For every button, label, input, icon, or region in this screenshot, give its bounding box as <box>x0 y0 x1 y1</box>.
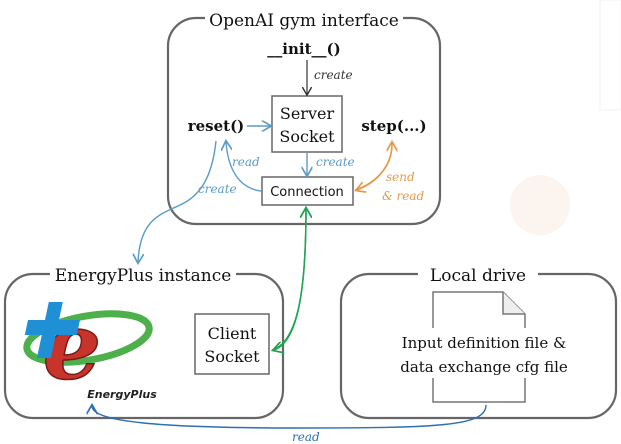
edge-label-read-reset: read <box>232 155 260 169</box>
client-socket-line1: Client <box>208 324 257 343</box>
edge-label-send: send <box>386 170 415 184</box>
edge-drive-read: read <box>92 405 487 444</box>
server-socket-line1: Server <box>280 104 335 123</box>
init-method: __init__() <box>267 40 340 58</box>
energyplus-logo-text: EnergyPlus <box>87 388 157 401</box>
edge-server-connection: create <box>307 153 355 175</box>
connection-node: Connection <box>261 176 354 206</box>
client-socket-line2: Socket <box>204 347 260 366</box>
edge-connection-reset-read: read <box>226 142 262 192</box>
server-socket-node: Server Socket <box>271 95 343 153</box>
edge-client-connection <box>272 207 306 350</box>
reset-method: reset() <box>188 117 245 135</box>
connection-label: Connection <box>270 185 344 200</box>
plus-sign-icon <box>24 302 80 358</box>
file-text-line1: Input definition file & <box>402 334 567 352</box>
edge-label-read-drive: read <box>292 430 320 444</box>
gym-interface-box: OpenAI gym interface __init__() reset() … <box>166 6 442 226</box>
file-text-line2: data exchange cfg file <box>400 358 568 376</box>
edge-label-create-init: create <box>314 68 353 82</box>
client-socket-node: Client Socket <box>194 313 270 375</box>
edge-reset-create-eplus: create <box>138 140 237 262</box>
edge-label-and-read: & read <box>382 189 424 203</box>
edge-label-create-server: create <box>316 155 355 169</box>
energyplus-box: EnergyPlus instance e EnergyPlus Client … <box>3 262 285 420</box>
energyplus-logo: e EnergyPlus <box>23 291 157 401</box>
local-drive-box: Local drive Input definition file & data… <box>339 262 618 420</box>
edge-step-send-read: send & read <box>355 143 424 203</box>
local-drive-title: Local drive <box>430 266 526 286</box>
server-socket-line2: Socket <box>279 127 335 146</box>
energyplus-box-title: EnergyPlus instance <box>55 266 232 286</box>
step-method: step(...) <box>361 117 426 135</box>
faded-background <box>510 0 621 235</box>
edge-label-create-eplus: create <box>198 182 237 196</box>
edge-init-create: create <box>307 60 353 94</box>
gym-box-title: OpenAI gym interface <box>209 11 399 31</box>
